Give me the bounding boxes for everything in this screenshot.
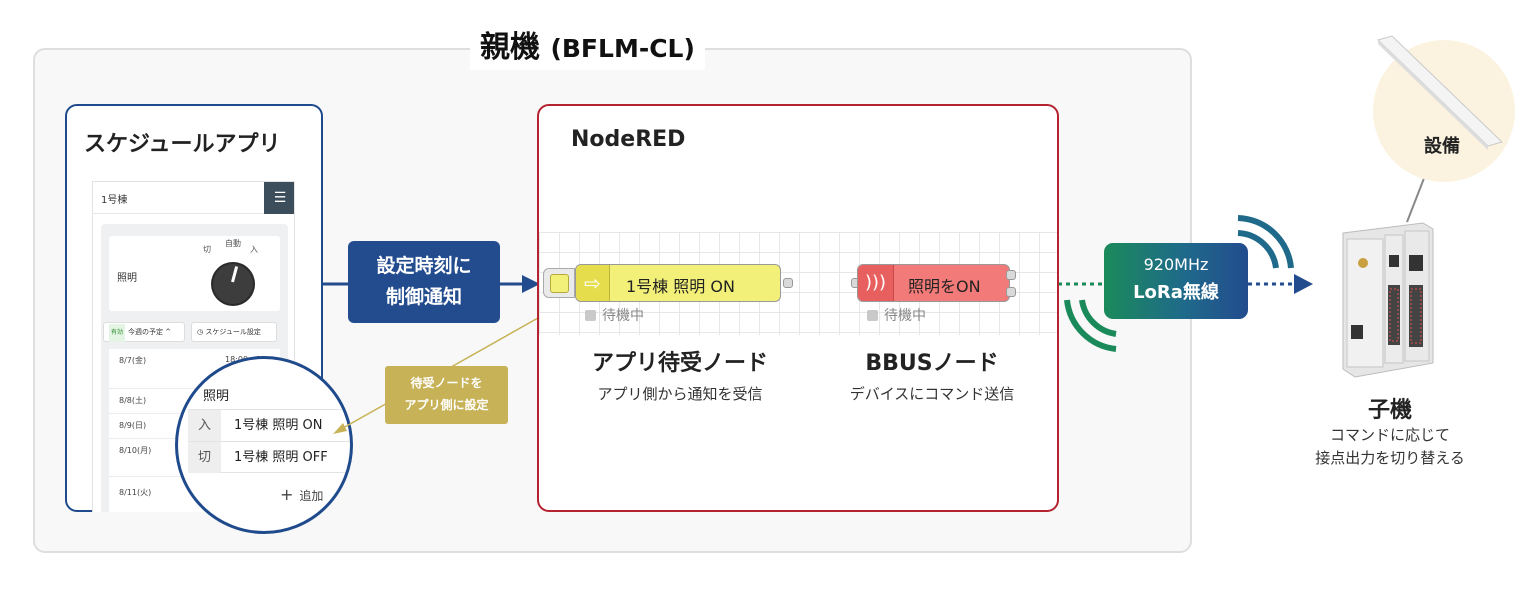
on-key: 入 — [188, 410, 221, 441]
lora-name: LoRa無線 — [1133, 282, 1219, 303]
wait-note-line1: 待受ノードを — [410, 376, 483, 390]
light-label: 照明 — [117, 273, 137, 284]
bbus-node-caption-desc: デバイスにコマンド送信 — [849, 385, 1015, 403]
dial-off-label: 切 — [203, 245, 211, 254]
bbus-node-caption: BBUSノード デバイスにコマンド送信 — [832, 345, 1032, 404]
off-key: 切 — [188, 442, 221, 473]
parent-machine-title: 親機 (BFLM-CL) — [470, 26, 705, 70]
app-node-caption-title: アプリ待受ノード — [591, 351, 768, 376]
row-date: 8/11(火) — [119, 488, 152, 497]
parent-model: (BFLM-CL) — [550, 34, 695, 63]
child-device-description: コマンドに応じて 接点出力を切り替える — [1290, 424, 1490, 470]
lora-arrowhead — [1294, 274, 1313, 294]
schedule-settings-label: スケジュール設定 — [205, 328, 261, 336]
lora-box: 920MHz LoRa無線 — [1104, 243, 1248, 319]
week-schedule-toggle[interactable]: 有効今週の予定 ^ — [103, 322, 185, 342]
on-action-row[interactable]: 入 1号棟 照明 ON — [188, 409, 350, 441]
clock-icon: ◷ — [197, 328, 204, 336]
radio-wave-icon — [1237, 215, 1294, 269]
app-header: 1号棟 ☰ — [93, 182, 294, 214]
app-node-caption: アプリ待受ノード アプリ側から通知を受信 — [578, 345, 782, 404]
add-button[interactable]: + 追加 — [280, 485, 323, 504]
week-schedule-label: 今週の予定 — [128, 328, 164, 336]
wireless-icon: ))) — [858, 265, 894, 301]
list-item[interactable]: 8/11(火) — [109, 477, 280, 512]
radio-wave-icon — [1237, 230, 1279, 269]
bbus-node[interactable]: ))) 照明をON — [857, 264, 1010, 302]
notify-arrowhead — [522, 275, 540, 293]
bbus-node-label: 照明をON — [908, 277, 981, 296]
nodered-title: NodeRED — [571, 127, 686, 152]
notify-line1: 設定時刻に — [376, 255, 472, 277]
output-port[interactable] — [783, 278, 793, 288]
hamburger-icon[interactable]: ☰ — [264, 182, 294, 214]
node-trigger-button[interactable] — [543, 268, 575, 298]
output-port[interactable] — [1006, 270, 1016, 280]
parent-title-text: 親機 — [480, 30, 540, 65]
output-port[interactable] — [1006, 287, 1016, 297]
schedule-app-title: スケジュールアプリ — [84, 132, 281, 157]
off-value: 1号棟 照明 OFF — [234, 450, 328, 465]
mode-dial[interactable] — [213, 264, 253, 304]
schedule-settings-button[interactable]: ◷ スケジュール設定 — [191, 322, 277, 342]
child-device-title: 子機 — [1367, 398, 1412, 423]
child-device-icon — [1342, 222, 1434, 378]
bbus-node-caption-title: BBUSノード — [865, 351, 999, 376]
status-square-icon — [585, 310, 596, 321]
arrow-right-icon: ⇨ — [576, 265, 610, 301]
valid-badge: 有効 — [109, 324, 126, 342]
magnified-light-title: 照明 — [203, 389, 230, 404]
row-date: 8/8(土) — [119, 396, 147, 405]
lora-frequency: 920MHz — [1143, 255, 1209, 274]
off-action-row[interactable]: 切 1号棟 照明 OFF — [188, 441, 350, 473]
wait-node-pointer-head — [333, 423, 347, 434]
wait-note-line2: アプリ側に設定 — [404, 398, 489, 412]
row-date: 8/7(金) — [119, 356, 147, 365]
dial-on-label: 入 — [250, 245, 258, 254]
row-date: 8/9(日) — [119, 421, 147, 430]
row-date: 8/10(月) — [119, 446, 152, 455]
bbus-node-status: 待機中 — [867, 305, 926, 325]
ceiling-light-icon — [1377, 35, 1503, 150]
light-card: 照明 切 自動 入 — [109, 236, 280, 311]
chevron-up-icon: ^ — [165, 328, 172, 336]
app-node-label: 1号棟 照明 ON — [626, 277, 735, 296]
equipment-label: 設備 — [1424, 136, 1460, 157]
dial-auto-label: 自動 — [225, 239, 241, 248]
child-desc-line1: コマンドに応じて — [1329, 426, 1450, 444]
radio-wave-icon — [1064, 299, 1117, 352]
child-desc-line2: 接点出力を切り替える — [1315, 449, 1465, 467]
equipment-circle — [1373, 40, 1515, 182]
magnifier-circle: 照明 入 1号棟 照明 ON 切 1号棟 照明 OFF + 追加 — [175, 356, 353, 534]
notify-line2: 制御通知 — [385, 286, 462, 308]
radio-wave-icon — [1079, 299, 1117, 337]
app-node-status: 待機中 — [585, 305, 644, 325]
app-node-caption-desc: アプリ側から通知を受信 — [597, 385, 763, 403]
app-wait-node[interactable]: ⇨ 1号棟 照明 ON — [575, 264, 781, 302]
wait-node-note: 待受ノードを アプリ側に設定 — [385, 366, 508, 424]
plus-icon: + — [280, 485, 294, 504]
add-label: 追加 — [299, 489, 324, 503]
status-square-icon — [867, 310, 878, 321]
building-name: 1号棟 — [101, 195, 128, 206]
control-notify-box: 設定時刻に 制御通知 — [348, 241, 500, 323]
on-value: 1号棟 照明 ON — [234, 418, 323, 433]
